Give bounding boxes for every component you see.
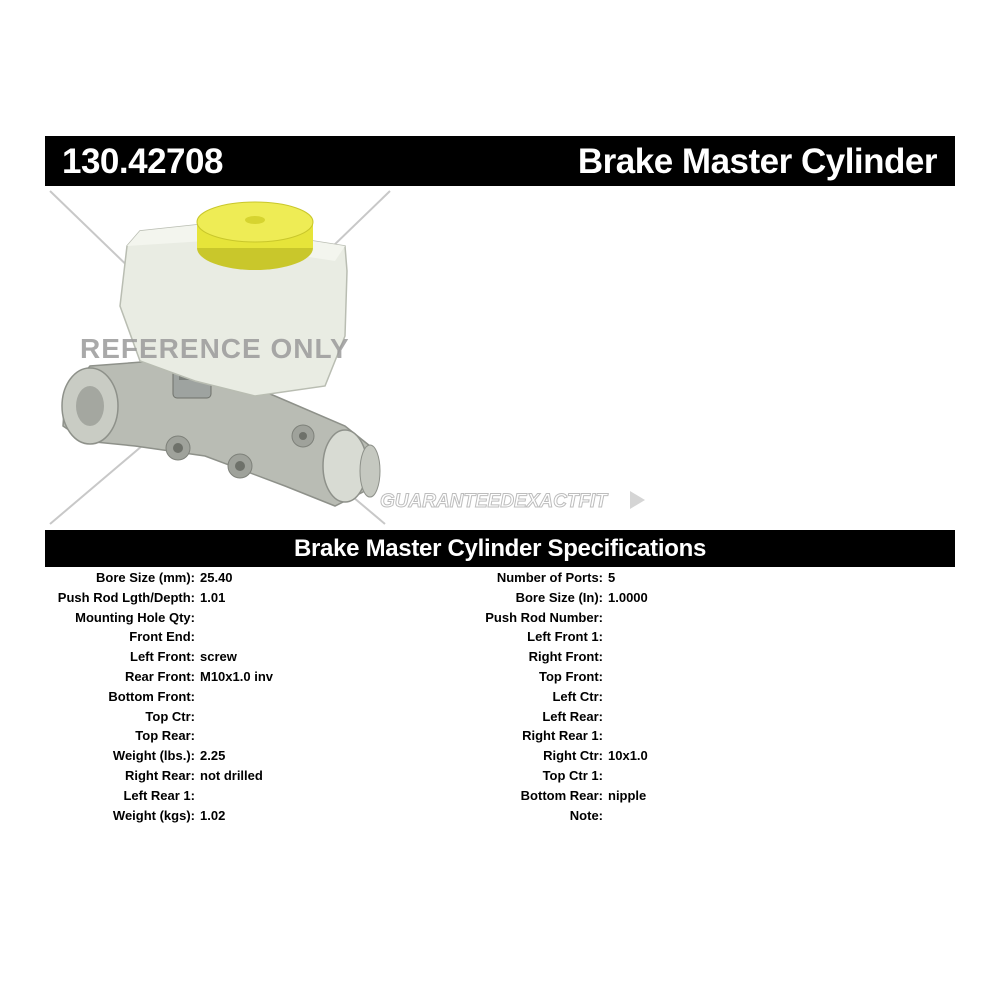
arrow-icon xyxy=(630,491,645,509)
spec-row: Push Rod Number: xyxy=(455,608,875,628)
spec-row: Left Front 1: xyxy=(455,627,875,647)
spec-label: Left Rear 1: xyxy=(123,787,195,803)
spec-row: Top Ctr 1: xyxy=(455,766,875,786)
spec-row: Weight (kgs): 1.02 xyxy=(45,806,465,826)
spec-value: nipple xyxy=(608,787,647,803)
spec-row: Right Front: xyxy=(455,647,875,667)
reference-only-watermark: REFERENCE ONLY xyxy=(80,333,350,364)
spec-label: Right Ctr: xyxy=(543,748,603,764)
product-title: Brake Master Cylinder xyxy=(577,142,938,181)
guaranteed-exact-fit-logo: GUARANTEEDEXACTFIT xyxy=(380,491,645,513)
spec-label: Bottom Front: xyxy=(108,688,195,704)
spec-row: Left Front: screw xyxy=(45,647,465,667)
spec-label: Rear Front: xyxy=(124,668,195,684)
spec-label: Top Ctr 1: xyxy=(542,767,603,783)
specifications-header: Brake Master Cylinder Specifications xyxy=(45,530,955,567)
spec-value: M10x1.0 inv xyxy=(200,668,273,684)
specifications-title: Brake Master Cylinder Specifications xyxy=(293,535,707,562)
spec-value: 5 xyxy=(608,570,616,585)
spec-row: Number of Ports: 5 xyxy=(455,568,875,588)
spec-row: Mounting Hole Qty: xyxy=(45,608,465,628)
part-number: 130.42708 xyxy=(62,142,223,181)
spec-label: Push Rod Number: xyxy=(485,609,603,625)
spec-row: Left Rear: xyxy=(455,707,875,727)
brake-master-cylinder-illustration: REFERENCE ONLY GUARANTEEDEXACTFIT xyxy=(49,190,645,525)
spec-column-right: Number of Ports:5 Bore Size (In):1.0000 … xyxy=(455,568,875,825)
spec-label: Left Front 1: xyxy=(527,629,603,645)
spec-row: Right Rear: not drilled xyxy=(45,766,465,786)
spec-value: 1.02 xyxy=(200,807,226,823)
spec-row: Front End: xyxy=(45,627,465,647)
spec-label: Number of Ports: xyxy=(496,570,603,585)
product-image: REFERENCE ONLY GUARANTEEDEXACTFIT xyxy=(45,186,665,526)
spec-label: Left Ctr: xyxy=(552,688,603,704)
spec-value: 1.0000 xyxy=(608,589,648,605)
spec-row: Top Ctr: xyxy=(45,707,465,727)
spec-label: Mounting Hole Qty: xyxy=(75,609,195,625)
spec-value: 1.01 xyxy=(200,589,226,605)
spec-row: Left Rear 1: xyxy=(45,786,465,806)
spec-row: Bore Size (In): 1.0000 xyxy=(455,588,875,608)
spec-column-left: Bore Size (mm): 25.40 Push Rod Lgth/Depth… xyxy=(45,568,465,825)
spec-row: Bottom Front: xyxy=(45,687,465,707)
reservoir-cap xyxy=(196,201,314,270)
spec-row: Note: xyxy=(455,806,875,826)
spec-row: Bore Size (mm): 25.40 xyxy=(45,568,465,588)
spec-row: Bottom Rear: nipple xyxy=(455,786,875,806)
spec-row: Top Rear: xyxy=(45,726,465,746)
spec-label: Front End: xyxy=(129,629,195,645)
spec-row: Weight (lbs.): 2.25 xyxy=(45,746,465,766)
spec-label: Weight (kgs): xyxy=(112,807,195,823)
spec-label: Push Rod Lgth/Depth: xyxy=(57,589,195,605)
spec-label: Left Front: xyxy=(130,649,195,665)
spec-row: Top Front: xyxy=(455,667,875,687)
spec-row: Rear Front: M10x1.0 inv xyxy=(45,667,465,687)
spec-row: Right Ctr: 10x1.0 xyxy=(455,746,875,766)
spec-label: Bottom Rear: xyxy=(520,787,603,803)
spec-row: Right Rear 1: xyxy=(455,726,875,746)
spec-label: Top Rear: xyxy=(135,728,195,744)
spec-value: not drilled xyxy=(200,767,263,783)
spec-row: Left Ctr: xyxy=(455,687,875,707)
spec-value: screw xyxy=(200,649,237,665)
spec-value: 2.25 xyxy=(200,748,226,764)
spec-label: Right Rear 1: xyxy=(522,728,603,744)
spec-label: Left Rear: xyxy=(542,708,603,724)
spec-label: Note: xyxy=(569,807,603,823)
spec-value: 10x1.0 xyxy=(608,748,648,764)
spec-label: Right Rear: xyxy=(124,767,195,783)
spec-value: 25.40 xyxy=(200,570,233,585)
spec-label: Top Front: xyxy=(538,668,603,684)
spec-row: Push Rod Lgth/Depth: 1.01 xyxy=(45,588,465,608)
logo-text: GUARANTEEDEXACTFIT xyxy=(380,491,608,512)
spec-label: Top Ctr: xyxy=(145,708,195,724)
spec-label: Bore Size (mm): xyxy=(96,570,195,585)
title-bar: 130.42708 Brake Master Cylinder xyxy=(45,136,955,186)
spec-label: Bore Size (In): xyxy=(515,589,603,605)
spec-label: Right Front: xyxy=(528,649,603,665)
spec-label: Weight (lbs.): xyxy=(112,748,195,764)
